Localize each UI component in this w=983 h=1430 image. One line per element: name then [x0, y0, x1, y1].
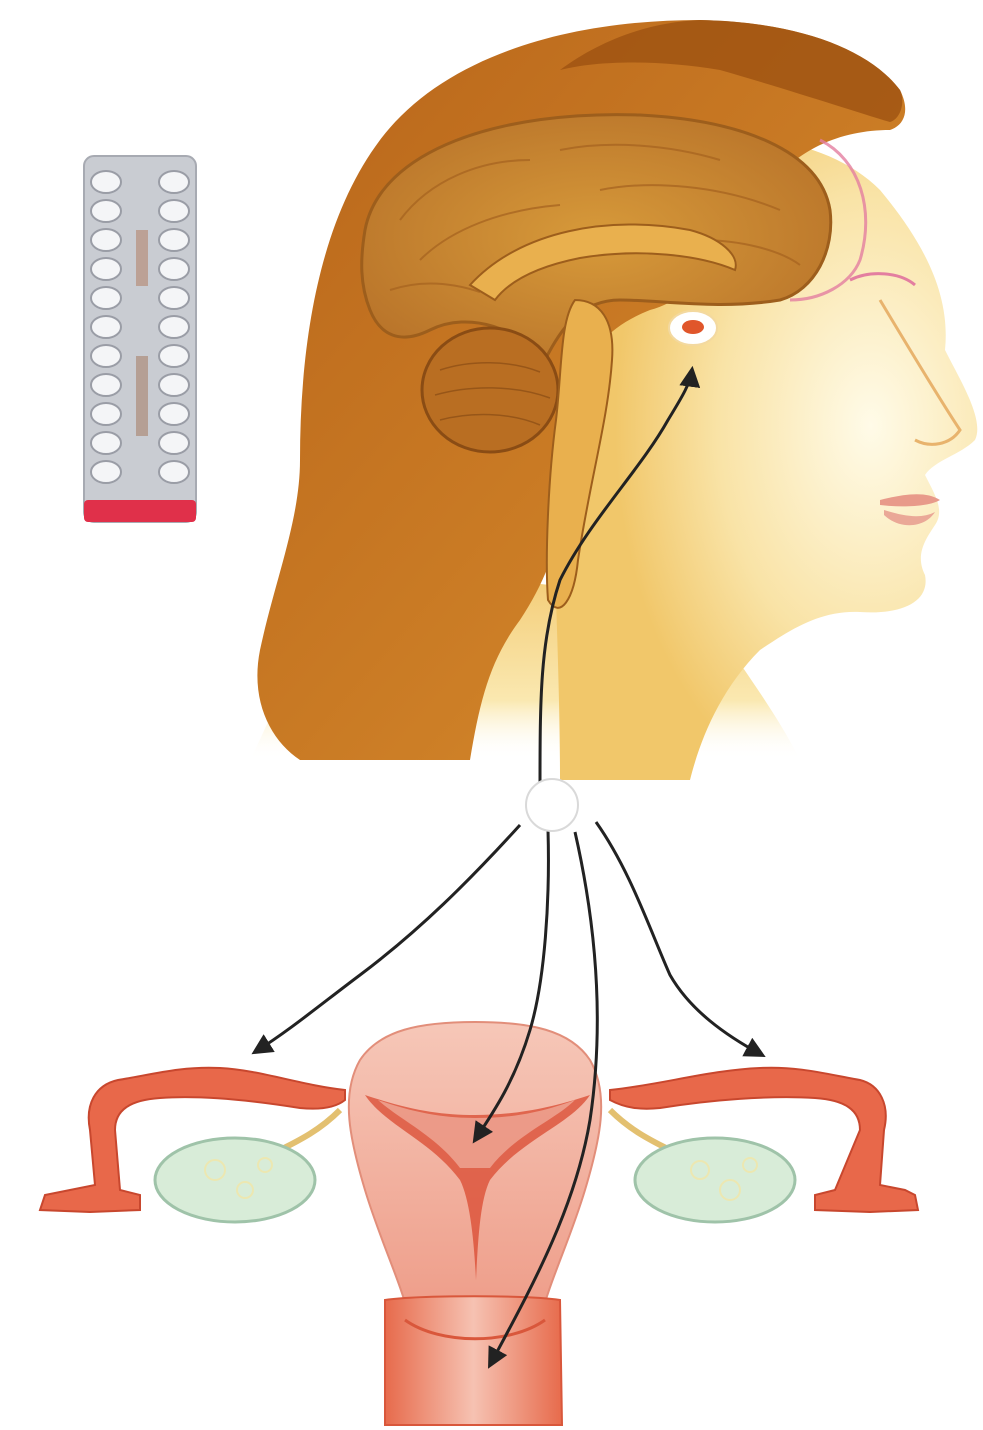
pill-pack: [84, 156, 196, 522]
pill-cavity: [159, 229, 189, 251]
pill-pack-label-strip: [136, 230, 148, 286]
pill-cavity: [91, 200, 121, 222]
arrow-to-left-fallopian-tube: [255, 825, 520, 1052]
left-ovary: [155, 1138, 315, 1222]
pill-cavity: [91, 171, 121, 193]
pill-cavity: [91, 345, 121, 367]
bloodstream-node: [526, 779, 578, 831]
pill-cavity: [159, 316, 189, 338]
pill-cavity: [91, 287, 121, 309]
reproductive-organs: [40, 1022, 918, 1425]
pill-cavity: [159, 258, 189, 280]
right-ovary: [635, 1138, 795, 1222]
pill-cavity: [159, 461, 189, 483]
pill-cavity: [159, 345, 189, 367]
right-ovarian-ligament: [610, 1110, 670, 1150]
pill-cavity: [91, 316, 121, 338]
pill-cavity: [91, 229, 121, 251]
arrow-to-right-fallopian-tube: [596, 822, 762, 1055]
pill-cavity: [159, 171, 189, 193]
pill-cavity: [159, 287, 189, 309]
pill-cavity: [159, 374, 189, 396]
pill-cavity: [91, 432, 121, 454]
pituitary-gland: [682, 320, 704, 334]
pill-cavity: [159, 403, 189, 425]
pill-cavity: [91, 258, 121, 280]
pill-cavity: [159, 432, 189, 454]
pill-pack-band: [84, 500, 196, 522]
pill-cavity: [91, 461, 121, 483]
pill-cavity: [159, 200, 189, 222]
left-ovarian-ligament: [280, 1110, 340, 1150]
pill-cavity: [91, 403, 121, 425]
pill-pack-label-strip: [136, 356, 148, 436]
cerebellum: [422, 328, 558, 452]
pituitary: [669, 311, 717, 345]
pill-cavity: [91, 374, 121, 396]
cervix: [385, 1296, 562, 1425]
